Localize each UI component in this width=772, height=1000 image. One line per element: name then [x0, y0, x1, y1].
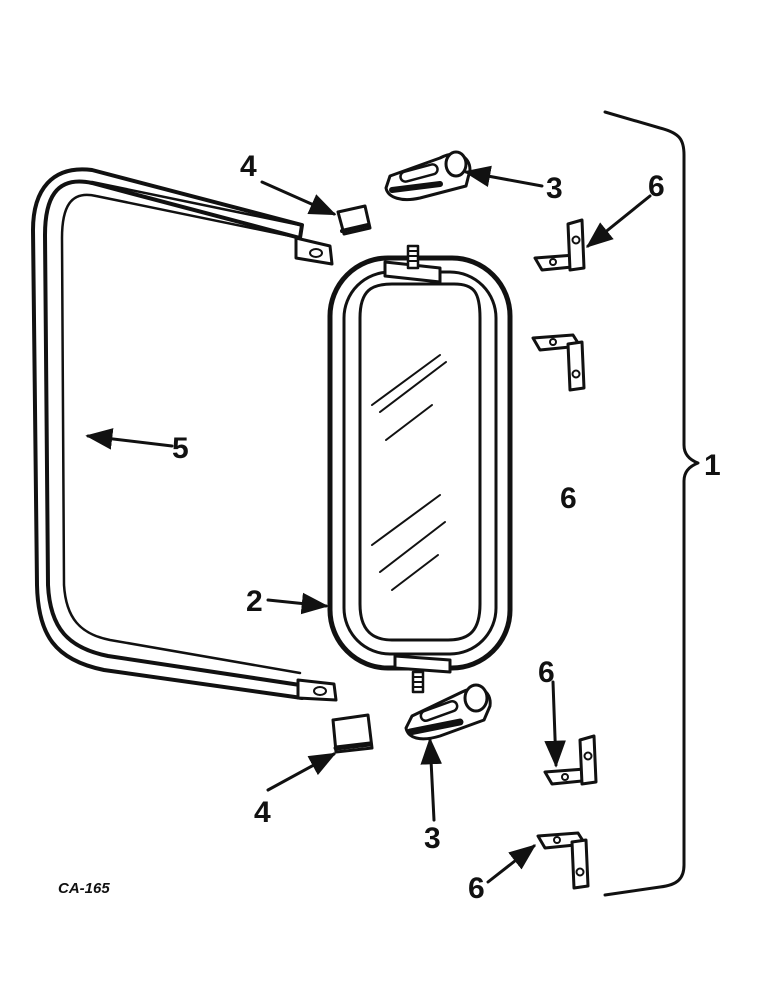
mirror-arm — [31, 167, 338, 702]
bracket-bottom — [404, 683, 492, 741]
callout-clip-b: 6 — [538, 656, 555, 689]
leader-6-a — [585, 194, 652, 248]
clip-d — [536, 831, 590, 890]
leader-6-d — [486, 844, 537, 884]
callout-clip-center: 6 — [560, 482, 577, 515]
callout-clip-c: 6 — [468, 872, 485, 905]
bracket-top — [384, 150, 472, 202]
leader-3-bottom — [420, 737, 443, 822]
callout-shim-top: 4 — [240, 150, 257, 183]
callout-clip-a: 6 — [648, 170, 665, 203]
diagram-code: CA-165 — [58, 880, 110, 897]
shim-bottom — [331, 713, 374, 754]
callout-arm: 5 — [172, 432, 189, 465]
callout-shim-bottom: 4 — [254, 796, 271, 829]
leader-3-top — [463, 165, 544, 188]
leader-2 — [266, 592, 329, 615]
callout-bracket-bottom: 3 — [424, 822, 441, 855]
glass-reflection — [371, 354, 447, 591]
shim-top — [336, 204, 372, 236]
callout-bracket-top: 3 — [546, 172, 563, 205]
callout-mirror-head: 2 — [246, 585, 263, 618]
clip-b — [531, 333, 586, 392]
leader-4-top — [260, 180, 337, 216]
assembly-bracket — [603, 110, 700, 897]
leader-5 — [85, 428, 174, 450]
callout-assembly: 1 — [704, 449, 721, 482]
leader-4-bottom — [266, 752, 337, 792]
clip-a — [533, 218, 586, 272]
clip-c — [543, 734, 598, 786]
leader-6-c — [544, 680, 566, 768]
mirror-head — [327, 244, 513, 694]
